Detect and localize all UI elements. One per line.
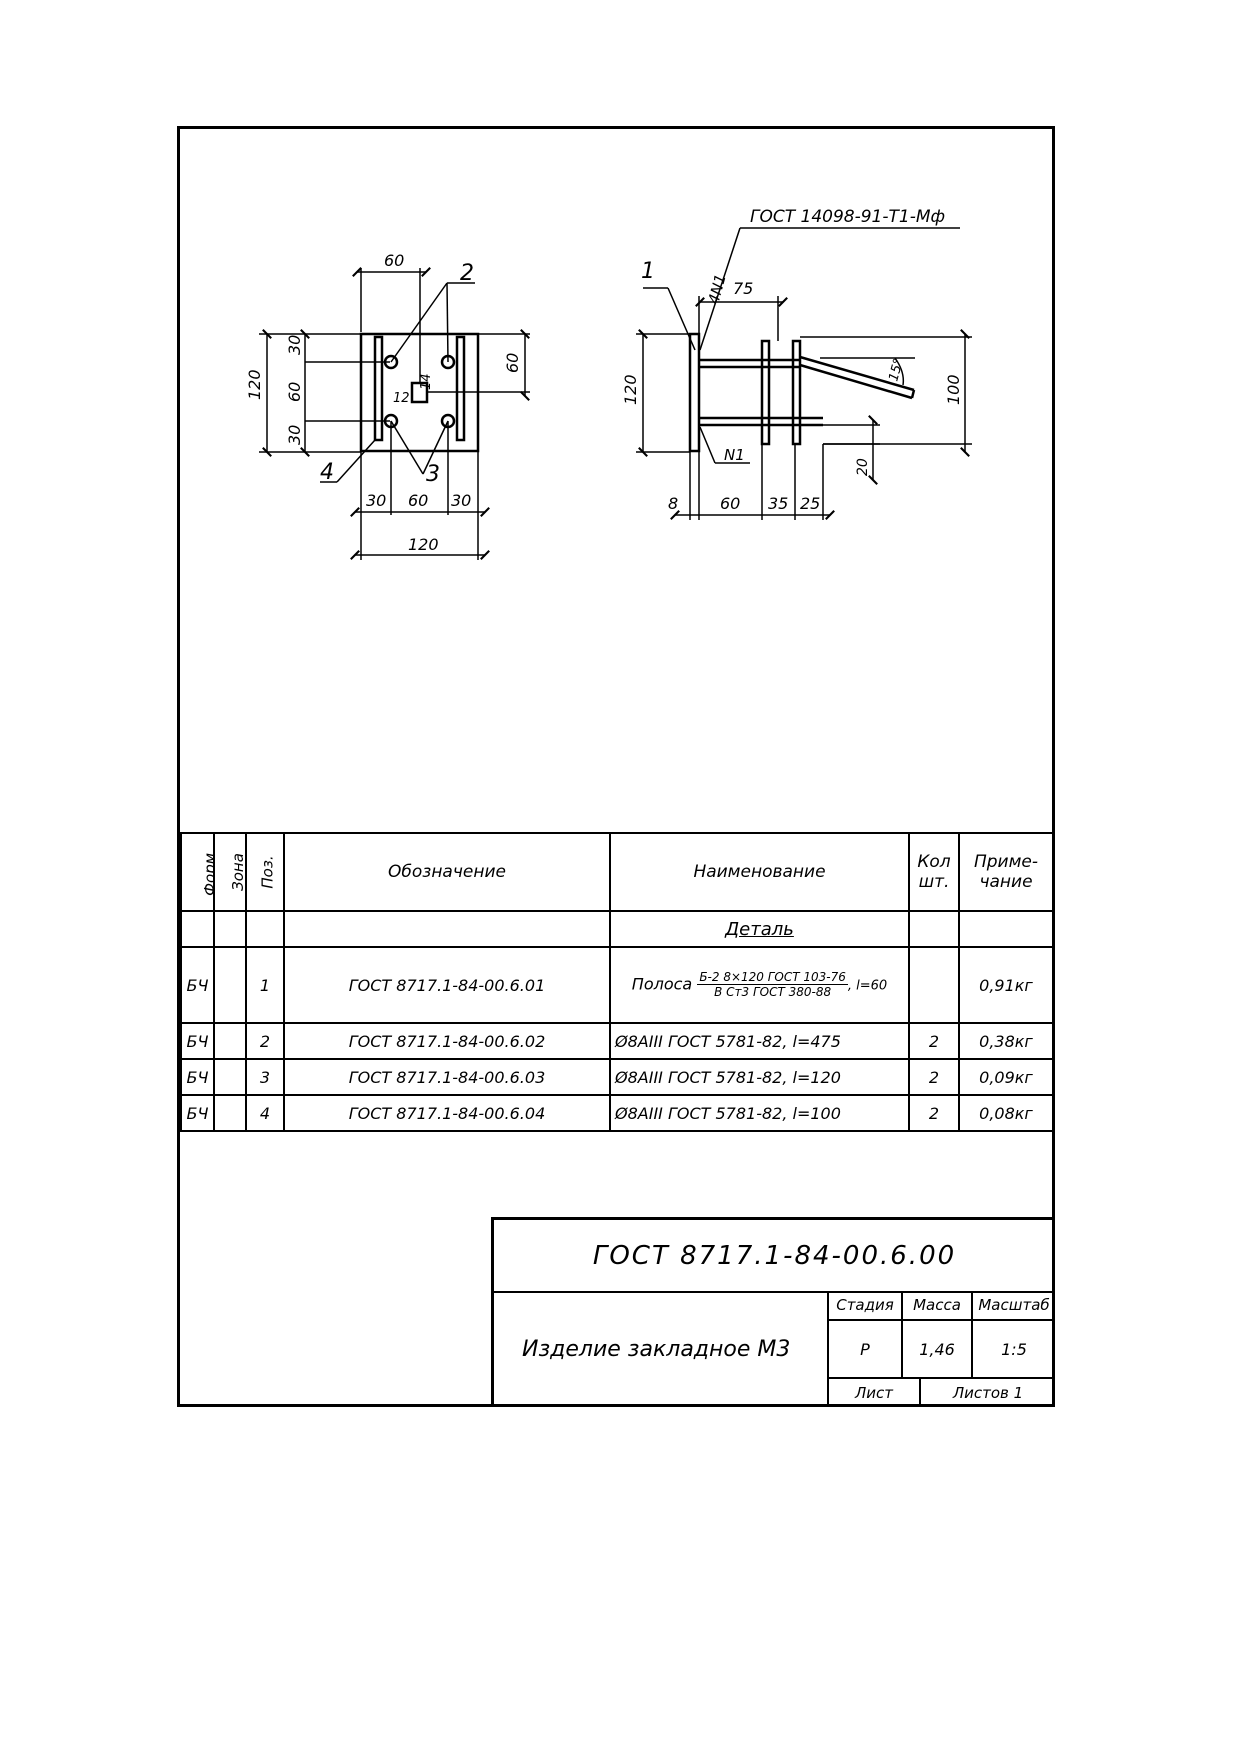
plan-dim-left-middle: 60	[285, 382, 304, 402]
bent-bar-top	[799, 355, 915, 392]
section-title: Деталь	[609, 910, 910, 948]
stud-side-right	[791, 339, 802, 446]
side-view	[636, 227, 972, 520]
side-dim-bottom-a: 60	[720, 494, 740, 513]
section-row: Деталь	[180, 910, 1054, 948]
side-dim-plate: 8	[668, 494, 678, 513]
callout-1: 1	[641, 259, 655, 284]
row1-fraction: Б-2 8×120 ГОСТ 103-76 В Ст3 ГОСТ 380-88	[697, 970, 848, 999]
anchor-bar-right	[455, 335, 466, 442]
stage-value: Р	[829, 1321, 903, 1379]
plan-dim-left-upper: 30	[285, 335, 304, 355]
callout-3: 3	[426, 462, 440, 487]
side-dim-bottom-b: 35	[768, 494, 788, 513]
plan-dim-bottom-middle: 60	[408, 491, 428, 510]
weld-symbol-top: 4N1	[704, 272, 729, 306]
embedded-plate-side	[688, 332, 701, 453]
specification-table: Форм. Зона Поз. Обозначение Наименование…	[180, 832, 1054, 1132]
table-row: БЧ 2 ГОСТ 8717.1-84-00.6.02 Ø8АIII ГОСТ …	[180, 1022, 1054, 1060]
header-designation: Обозначение	[283, 832, 611, 912]
side-dim-top: 75	[733, 279, 753, 298]
plan-view	[259, 267, 530, 560]
drawing-frame	[177, 126, 1055, 1407]
weld-symbol-bottom: N1	[724, 446, 745, 464]
side-dim-offset: 20	[855, 458, 871, 476]
table-row: БЧ 4 ГОСТ 8717.1-84-00.6.04 Ø8АIII ГОСТ …	[180, 1094, 1054, 1132]
sheet-label: Лист	[829, 1379, 921, 1407]
plan-view-labels: 60 120 30 60 30 60 30 60 30 120 12 14 2 …	[245, 251, 522, 554]
side-dim-left: 120	[621, 374, 640, 405]
side-dim-right: 100	[944, 374, 963, 405]
stage-label: Стадия	[829, 1291, 903, 1321]
spec-header-row: Форм. Зона Поз. Обозначение Наименование…	[180, 832, 1054, 912]
row1-name: Полоса Б-2 8×120 ГОСТ 103-76 В Ст3 ГОСТ …	[609, 946, 910, 1024]
header-name: Наименование	[609, 832, 910, 912]
header-format: Форм.	[180, 832, 215, 912]
side-dim-bottom-c: 25	[800, 494, 820, 513]
plan-dim-left-lower: 30	[285, 425, 304, 445]
plan-dim-bottom-right: 30	[451, 491, 471, 510]
table-row: БЧ 3 ГОСТ 8717.1-84-00.6.03 Ø8АIII ГОСТ …	[180, 1058, 1054, 1096]
callout-4: 4	[320, 460, 334, 485]
plan-dim-hole-b: 14	[419, 373, 434, 390]
mass-value: 1,46	[903, 1321, 973, 1379]
document-code: ГОСТ 8717.1-84-00.6.00	[494, 1220, 1055, 1293]
stud-side-middle	[760, 339, 771, 446]
side-dim-angle: 15°	[886, 357, 906, 383]
plan-dim-bottom-left: 30	[366, 491, 386, 510]
scale-label: Масштаб	[973, 1291, 1055, 1321]
plan-dim-left-total: 120	[245, 369, 264, 400]
plan-dim-top: 60	[384, 251, 404, 270]
row1-designation: ГОСТ 8717.1-84-00.6.01	[283, 946, 611, 1024]
document-name: Изделие закладное М3	[494, 1291, 829, 1407]
plan-dim-bottom-total: 120	[408, 535, 439, 554]
header-note: Приме-чание	[958, 832, 1054, 912]
weld-note: ГОСТ 14098-91-Т1-Мф	[750, 207, 945, 227]
header-pos: Поз.	[245, 832, 285, 912]
anchor-bar-left	[373, 335, 384, 442]
scale-value: 1:5	[973, 1321, 1055, 1379]
sheets-label: Листов 1	[952, 1384, 1024, 1402]
bent-bar-bottom	[799, 363, 913, 400]
callout-2: 2	[460, 261, 474, 286]
plan-dim-hole-a: 12	[393, 391, 410, 406]
title-block: ГОСТ 8717.1-84-00.6.00 Изделие закладное…	[491, 1217, 1055, 1407]
table-row: БЧ 1 ГОСТ 8717.1-84-00.6.01 Полоса Б-2 8…	[180, 946, 1054, 1024]
header-qty: Кол шт.	[908, 832, 960, 912]
mass-label: Масса	[903, 1291, 973, 1321]
side-view-labels: ГОСТ 14098-91-Т1-Мф 4N1 N1 75 120 100 15…	[621, 207, 963, 513]
plan-dim-right: 60	[503, 353, 522, 373]
header-zone: Зона	[213, 832, 247, 912]
